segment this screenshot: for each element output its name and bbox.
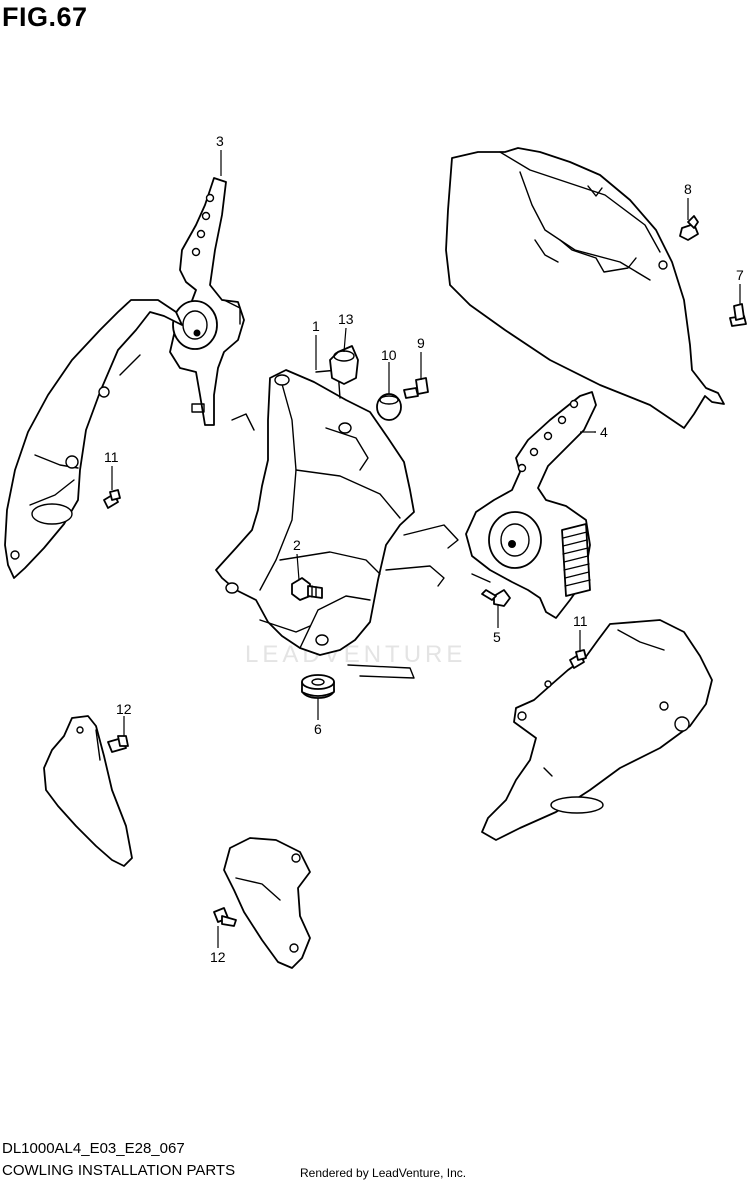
leader-lines <box>111 150 741 948</box>
part-6-grommet <box>301 674 335 699</box>
lower-center-cowling <box>223 837 311 969</box>
part-10-collar <box>376 393 402 421</box>
part-3-left-bracket <box>169 177 245 426</box>
part-8-clip <box>679 215 699 241</box>
callout-6: 6 <box>314 721 322 737</box>
part-13-grommet <box>329 345 359 385</box>
figure-title: FIG.67 <box>2 2 88 32</box>
callout-9: 9 <box>417 335 425 351</box>
hardware <box>103 215 747 927</box>
part-4-right-bracket <box>465 391 597 619</box>
part-12b-screw <box>213 907 237 927</box>
left-side-cowling <box>4 299 183 579</box>
callouts: 3 1 13 10 9 2 6 4 5 8 7 11 11 12 12 <box>104 133 744 965</box>
callout-11-left: 11 <box>104 449 119 465</box>
part-5-bolt <box>481 589 511 607</box>
callout-2: 2 <box>293 537 301 553</box>
callout-10: 10 <box>381 347 397 363</box>
upper-right-cowling <box>445 147 725 429</box>
watermark-text: LEADVENTURE <box>245 641 466 668</box>
part-7-screw <box>729 303 747 327</box>
rendered-by-credit: Rendered by LeadVenture, Inc. <box>300 1166 467 1180</box>
callout-3: 3 <box>216 133 224 149</box>
callout-12-left: 12 <box>116 701 132 717</box>
model-code: DL1000AL4_E03_E28_067 <box>2 1140 185 1157</box>
lower-right-cowling <box>481 619 713 841</box>
part-2-bolt <box>291 577 323 601</box>
callout-5: 5 <box>493 629 501 645</box>
callout-4: 4 <box>600 424 608 440</box>
callout-1: 1 <box>312 318 320 334</box>
callout-13: 13 <box>338 311 354 327</box>
callout-8: 8 <box>684 181 692 197</box>
figure-caption: COWLING INSTALLATION PARTS <box>2 1162 236 1179</box>
callout-7: 7 <box>736 267 744 283</box>
callout-11-right: 11 <box>573 613 588 629</box>
spring <box>561 523 591 597</box>
callout-12-bottom: 12 <box>210 949 226 965</box>
part-9-bolt <box>403 377 429 399</box>
lower-left-cowling <box>43 715 133 867</box>
part-11b-screw <box>569 649 587 669</box>
part-11a-screw <box>103 489 121 509</box>
part-1-cowling-bracket <box>215 369 459 679</box>
part-12a-screw <box>107 735 129 753</box>
